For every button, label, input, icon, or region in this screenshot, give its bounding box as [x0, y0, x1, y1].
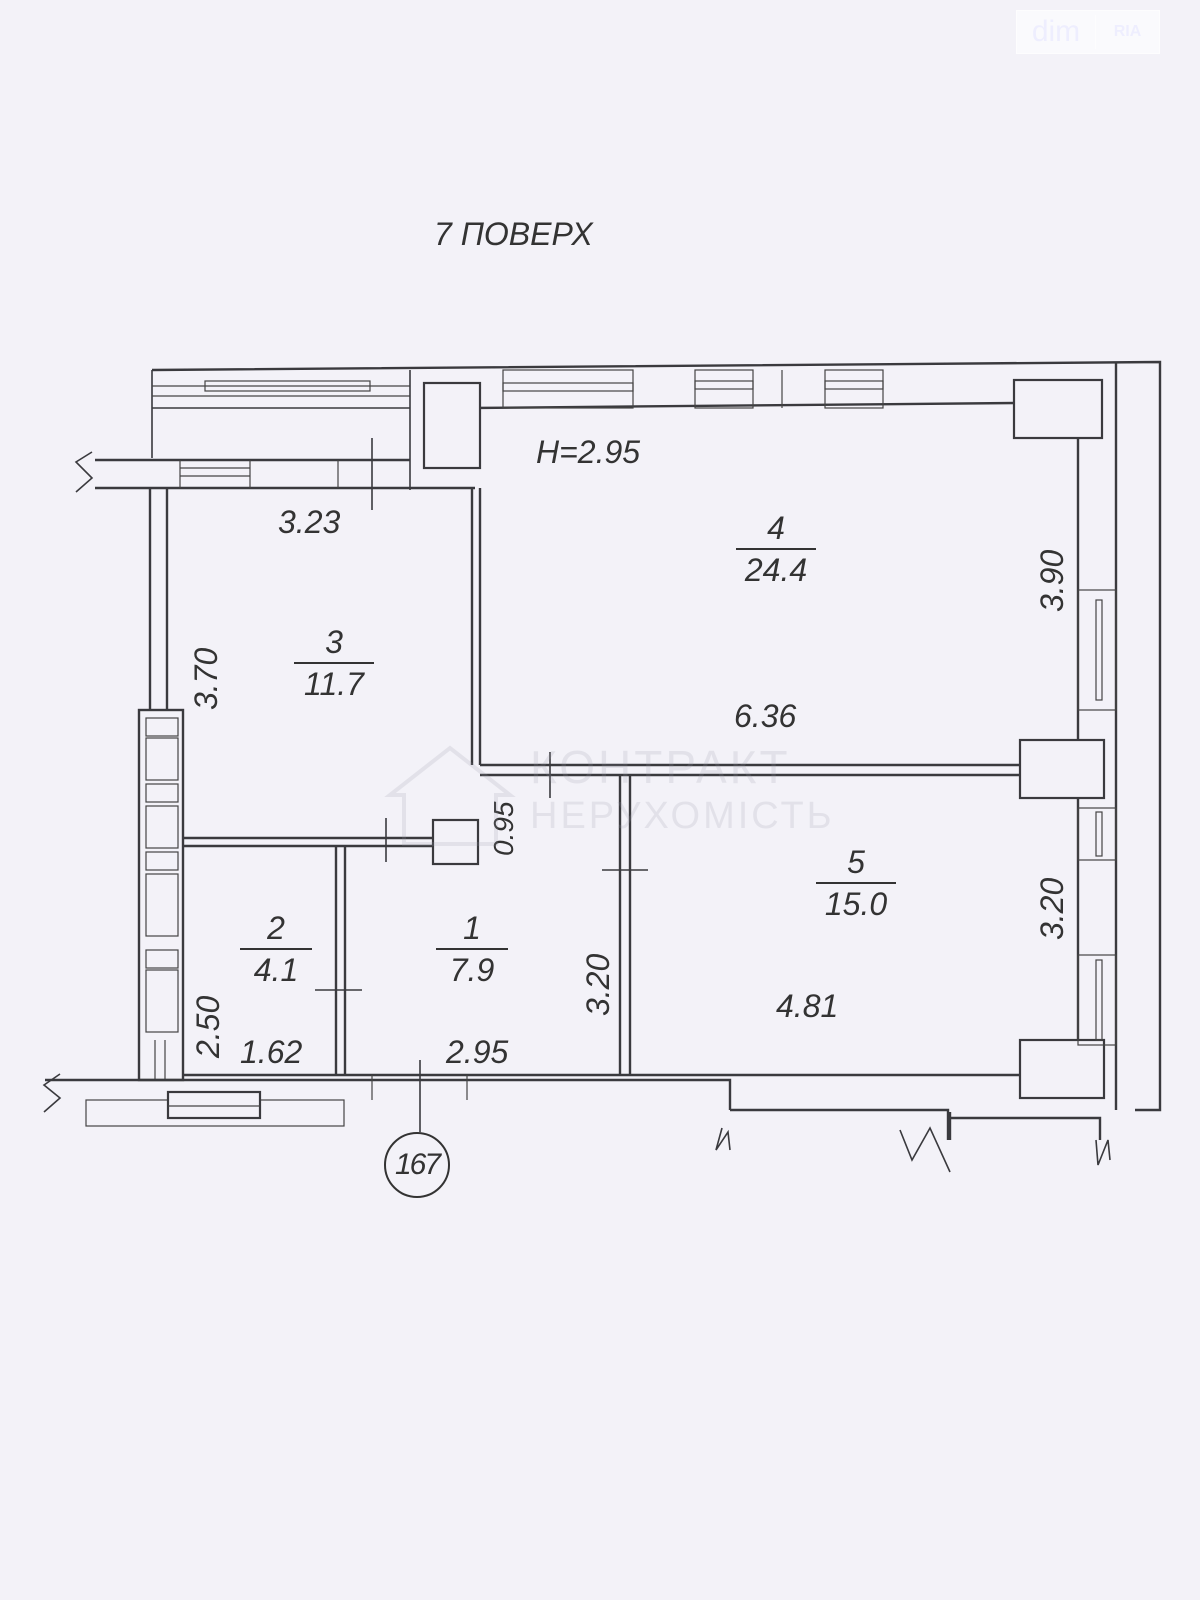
dimension-room1-width: 2.95: [446, 1034, 509, 1070]
ventilation-shaft-top: [422, 381, 482, 470]
room-number: 3: [294, 626, 374, 664]
dim-ria-logo[interactable]: dim RIA: [1016, 10, 1160, 54]
room-number: 4: [736, 512, 816, 550]
room-4-label: 4 24.4: [736, 512, 816, 586]
room-5-label: 5 15.0: [816, 846, 896, 920]
dimension-room1-height: 3.20: [580, 953, 616, 1016]
right-exterior-wall: [1012, 362, 1118, 1110]
room-area: 15.0: [824, 886, 888, 922]
bottom-exterior-wall: [42, 1060, 1111, 1173]
room-area: 24.4: [744, 552, 808, 588]
dimension-room5-height: 3.20: [1034, 877, 1070, 940]
room-number: 2: [240, 912, 312, 950]
room-3-label: 3 11.7: [294, 626, 374, 700]
room-3-walls: [148, 488, 482, 765]
room-4-bottom-wall: [480, 752, 1020, 798]
room-3-bottom-wall: [183, 818, 435, 862]
dimension-room2-width: 1.62: [240, 1034, 303, 1070]
dimension-corridor-width: 0.95: [488, 801, 519, 857]
dimension-room3-height: 3.70: [188, 647, 224, 710]
room-2-right-wall: [315, 846, 362, 1075]
dimension-room3-width: 3.23: [278, 504, 341, 540]
room-area: 11.7: [304, 666, 364, 702]
room-area: 4.1: [253, 952, 299, 988]
dimension-room2-height: 2.50: [190, 995, 226, 1058]
room-number: 1: [436, 912, 508, 950]
top-exterior-wall: [151, 360, 1162, 1112]
masonry-wall-segment: [137, 708, 185, 1082]
room-number: 5: [816, 846, 896, 884]
dimension-room4-height: 3.90: [1034, 549, 1070, 612]
room-area: 7.9: [449, 952, 495, 988]
left-exterior-wall: [74, 438, 475, 510]
ceiling-height-label: H=2.95: [536, 434, 641, 470]
floor-title: 7 ПОВЕРХ: [434, 216, 593, 252]
logo-ria-text: RIA: [1113, 23, 1142, 40]
room-1-label: 1 7.9: [436, 912, 508, 986]
building-number-marker: 167: [384, 1132, 450, 1198]
logo-dim-text: dim: [1017, 15, 1096, 49]
ventilation-shaft-middle: [431, 818, 480, 866]
room-2-label: 2 4.1: [240, 912, 312, 986]
dimension-room5-width: 4.81: [776, 988, 839, 1024]
room-5-left-wall: [602, 775, 648, 1075]
dimension-room4-width: 6.36: [734, 698, 797, 734]
